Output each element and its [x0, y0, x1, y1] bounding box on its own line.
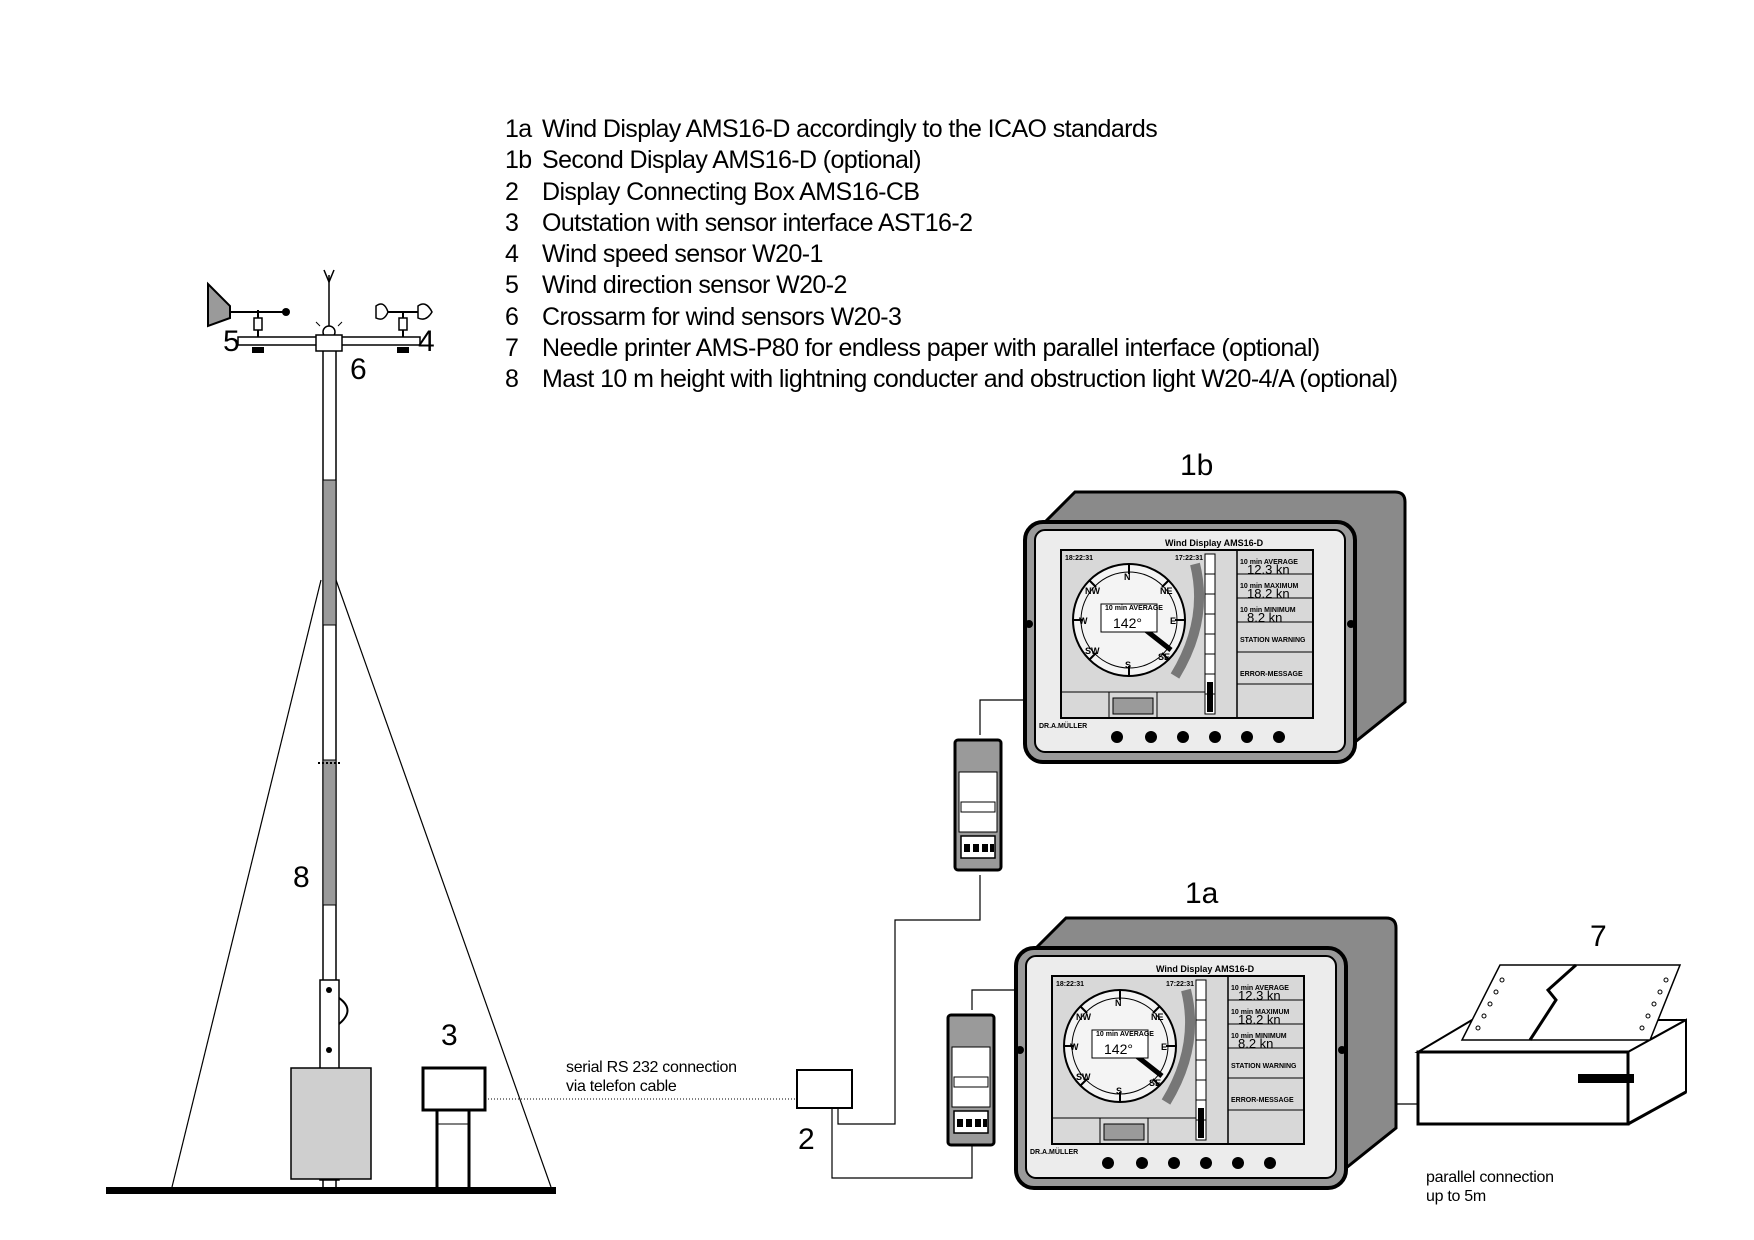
- legend-item: 1a Wind Display AMS16-D accordingly to th…: [505, 114, 1397, 145]
- compass-nw: NW: [1085, 586, 1100, 596]
- display-1b-text: Wind Display AMS16-D 18:22:31 17:22:31 1…: [1039, 538, 1306, 730]
- callout-4: 4: [418, 325, 435, 358]
- legend-item-text: Mast 10 m height with lightning conducte…: [542, 365, 1398, 394]
- compass-s: S: [1125, 660, 1131, 670]
- legend: 1a Wind Display AMS16-D accordingly to th…: [505, 114, 1398, 396]
- station-warning: STATION WARNING: [1231, 1063, 1297, 1070]
- display-title: Wind Display AMS16-D: [1165, 538, 1264, 548]
- avg-value: 12.3 kn: [1238, 988, 1281, 1003]
- min-label: 10 min MINIMUM: [1231, 1033, 1287, 1040]
- display-1b: [1025, 492, 1405, 762]
- legend-item: 2 Display Connecting Box AMS16-CB: [505, 177, 1397, 208]
- compass-n: N: [1124, 572, 1131, 582]
- display-1a: [1016, 918, 1396, 1188]
- parallel-note-line1: parallel connection: [1426, 1169, 1554, 1186]
- legend-item-number: 3: [505, 208, 519, 237]
- legend-item-number: 2: [505, 177, 519, 206]
- max-label: 10 min MAXIMUM: [1240, 583, 1299, 590]
- compass-w: W: [1070, 1042, 1079, 1052]
- legend-item-number: 8: [505, 365, 519, 394]
- avg-dir-label: 10 min AVERAGE: [1096, 1031, 1154, 1038]
- display-title: Wind Display AMS16-D: [1156, 964, 1255, 974]
- avg-label: 10 min AVERAGE: [1231, 985, 1289, 992]
- parallel-note-line2: up to 5m: [1426, 1188, 1486, 1205]
- legend-item-number: 6: [505, 302, 519, 331]
- legend-item-number: 1b: [505, 146, 532, 175]
- legend-item-text: Display Connecting Box AMS16-CB: [542, 177, 920, 206]
- callout-5: 5: [223, 325, 240, 358]
- legend-item: 4 Wind speed sensor W20-1: [505, 239, 1397, 270]
- serial-note-line2: via telefon cable: [566, 1078, 677, 1095]
- legend-item-number: 5: [505, 271, 519, 300]
- max-value: 18.2 kn: [1247, 586, 1290, 601]
- legend-item-number: 4: [505, 240, 519, 269]
- display-brand: DR.A.MÜLLER: [1039, 721, 1087, 730]
- callout-8: 8: [293, 861, 310, 894]
- max-value: 18.2 kn: [1238, 1012, 1281, 1027]
- utc-time: 17:22:31: [1166, 981, 1194, 988]
- legend-item-number: 7: [505, 334, 519, 363]
- legend-item: 8 Mast 10 m height with lightning conduct…: [505, 364, 1398, 395]
- legend-item: 7 Needle printer AMS-P80 for endless pape…: [505, 333, 1397, 364]
- display-1a-text: Wind Display AMS16-D 18:22:31 17:22:31 1…: [1030, 964, 1297, 1156]
- callout-6: 6: [350, 353, 367, 386]
- compass-s: S: [1116, 1086, 1122, 1096]
- legend-item-number: 1a: [505, 115, 532, 143]
- compass-se: SE: [1149, 1078, 1161, 1088]
- avg-value: 12.3 kn: [1247, 562, 1290, 577]
- legend-item: 6 Crossarm for wind sensors W20-3: [505, 302, 1397, 333]
- compass-se: SE: [1158, 652, 1170, 662]
- compass-e: E: [1161, 1042, 1167, 1052]
- avg-dir-label: 10 min AVERAGE: [1105, 605, 1163, 612]
- station-warning: STATION WARNING: [1240, 637, 1306, 644]
- legend-item-text: Wind speed sensor W20-1: [542, 240, 823, 269]
- legend-item: 3 Outstation with sensor interface AST16-…: [505, 208, 1397, 239]
- callout-7: 7: [1590, 920, 1607, 953]
- avg-dir-value: 142°: [1104, 1041, 1133, 1057]
- avg-dir-value: 142°: [1113, 615, 1142, 631]
- compass-nw: NW: [1076, 1012, 1091, 1022]
- legend-item-text: Crossarm for wind sensors W20-3: [542, 302, 902, 331]
- legend-item: 1b Second Display AMS16-D (optional): [505, 145, 1397, 176]
- legend-item-text: Second Display AMS16-D (optional): [542, 146, 922, 175]
- utc-time: 17:22:31: [1175, 555, 1203, 562]
- compass-e: E: [1170, 616, 1176, 626]
- compass-sw: SW: [1085, 646, 1100, 656]
- legend-item: 5 Wind direction sensor W20-2: [505, 270, 1397, 301]
- min-label: 10 min MINIMUM: [1240, 607, 1296, 614]
- compass-w: W: [1079, 616, 1088, 626]
- local-time: 18:22:31: [1065, 555, 1093, 562]
- line-driver-upper: [953, 738, 1003, 872]
- mast: [106, 269, 556, 1194]
- serial-note-line1: serial RS 232 connection: [566, 1059, 737, 1076]
- min-value: 8.2 kn: [1247, 610, 1282, 625]
- legend-item-text: Wind Display AMS16-D accordingly to the …: [542, 115, 1158, 143]
- outstation: [421, 1066, 487, 1188]
- legend-item-text: Needle printer AMS-P80 for endless paper…: [542, 334, 1320, 363]
- callout-1b: 1b: [1180, 449, 1213, 482]
- needle-printer: [1414, 963, 1687, 1126]
- compass-ne: NE: [1151, 1012, 1164, 1022]
- compass-sw: SW: [1076, 1072, 1091, 1082]
- local-time: 18:22:31: [1056, 981, 1084, 988]
- error-message: ERROR-MESSAGE: [1231, 1097, 1294, 1104]
- line-driver-lower: [946, 1013, 996, 1147]
- display-brand: DR.A.MÜLLER: [1030, 1147, 1078, 1156]
- max-label: 10 min MAXIMUM: [1231, 1009, 1290, 1016]
- legend-item-text: Outstation with sensor interface AST16-2: [542, 208, 973, 237]
- connecting-box: [796, 1069, 853, 1109]
- error-message: ERROR-MESSAGE: [1240, 671, 1303, 678]
- callout-2: 2: [798, 1123, 815, 1156]
- wiring: [831, 699, 1418, 1179]
- callout-3: 3: [441, 1019, 458, 1052]
- avg-label: 10 min AVERAGE: [1240, 559, 1298, 566]
- legend-item-text: Wind direction sensor W20-2: [542, 271, 847, 300]
- compass-n: N: [1115, 998, 1122, 1008]
- compass-ne: NE: [1160, 586, 1173, 596]
- min-value: 8.2 kn: [1238, 1036, 1273, 1051]
- callout-1a: 1a: [1185, 877, 1219, 910]
